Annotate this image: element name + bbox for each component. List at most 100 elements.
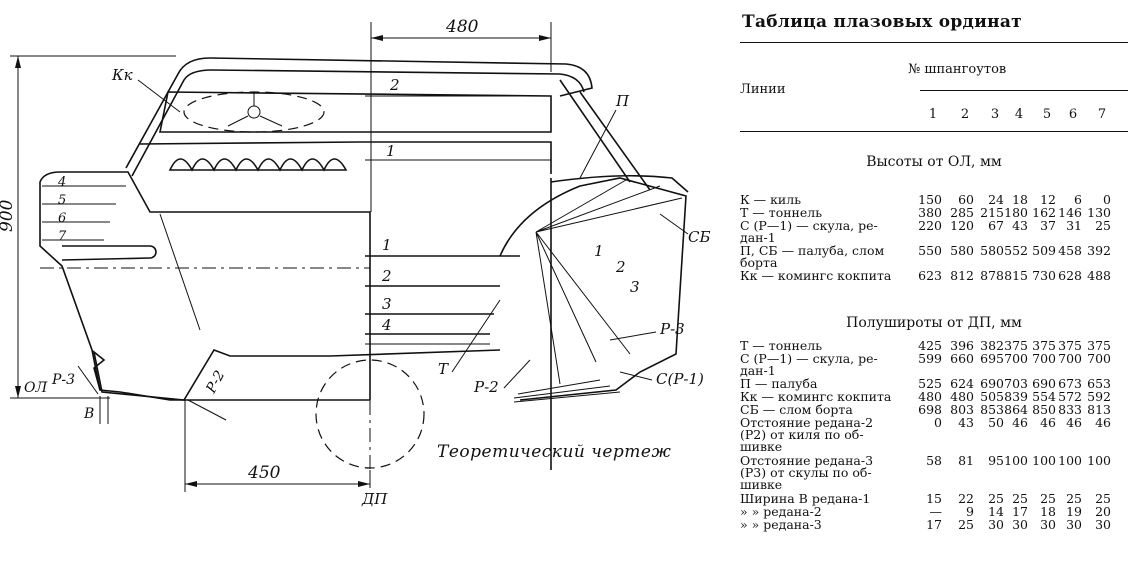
cell-frame-5: 25: [1040, 491, 1056, 506]
rule-top: [740, 42, 1128, 43]
cell-frame-4: 703: [1004, 376, 1028, 391]
label-dp: ДП: [361, 490, 388, 508]
cell-frame-4: 46: [1012, 415, 1028, 430]
cell-frame-7: 25: [1095, 218, 1111, 233]
rail-strut-right2: [579, 91, 651, 191]
rail-inner: [131, 69, 585, 177]
frame-number-6: 6: [1068, 107, 1078, 122]
cell-frame-2: 25: [958, 517, 974, 532]
cell-frame-2: 660: [950, 351, 974, 366]
p2-right-leader: [503, 359, 531, 389]
seat-cushions: [168, 158, 348, 172]
cell-frame-7: 0: [1103, 192, 1111, 207]
drawing-caption: Теоретический чертеж: [437, 442, 671, 462]
cell-frame-4: 180: [1004, 205, 1028, 220]
frame-number-4: 4: [1014, 107, 1024, 122]
cell-frame-2: 812: [950, 268, 974, 283]
cell-frame-7: 653: [1087, 376, 1111, 391]
cell-frame-1: 550: [918, 243, 942, 258]
cell-frame-2: 9: [966, 504, 974, 519]
section1-title: Высоты от ОЛ, мм: [866, 154, 1002, 170]
cell-frame-3: 24: [988, 192, 1004, 207]
deck-plane: [139, 141, 552, 174]
cell-frame-7: 46: [1095, 415, 1111, 430]
cell-frame-2: 480: [950, 389, 974, 404]
cell-frame-5: 100: [1032, 453, 1056, 468]
cell-frame-6: 146: [1058, 205, 1082, 220]
cell-frame-5: 690: [1032, 376, 1056, 391]
label-ol: ОЛ: [24, 380, 47, 396]
row-label: Кк — комингс кокпита: [740, 389, 892, 404]
rule-frames: [920, 90, 1128, 91]
cell-frame-7: 592: [1087, 389, 1111, 404]
cell-frame-7: 488: [1087, 268, 1111, 283]
p3-right-leader: [609, 331, 657, 341]
dim-900-arrow-bottom: [15, 386, 21, 398]
cell-frame-2: 285: [950, 205, 974, 220]
label-p2-right: Р-2: [473, 378, 499, 396]
dim-450-label: 450: [247, 463, 281, 483]
label-sb: СБ: [688, 228, 711, 246]
cell-frame-3: 215: [980, 205, 1004, 220]
label-p3-left: Р-3: [51, 372, 75, 388]
spoke-3: [259, 115, 283, 127]
cell-frame-6: 833: [1058, 402, 1082, 417]
cell-frame-5: 850: [1032, 402, 1056, 417]
cell-frame-3: 382: [980, 338, 1004, 353]
cell-frame-6: 572: [1058, 389, 1082, 404]
dim-900-arrow-top: [15, 56, 21, 68]
row-label: К — киль: [740, 192, 802, 207]
cell-frame-3: 25: [988, 491, 1004, 506]
cell-frame-3: 30: [988, 517, 1004, 532]
sb-leader: [659, 213, 689, 235]
wl-right-2: 2: [615, 258, 626, 276]
row-label: Т — тоннель: [740, 205, 823, 220]
cell-frame-1: 623: [918, 268, 942, 283]
cell-frame-5: 12: [1040, 192, 1056, 207]
cell-frame-3: 690: [980, 376, 1004, 391]
cell-frame-7: 130: [1087, 205, 1111, 220]
cell-frame-4: 700: [1004, 351, 1028, 366]
cell-frame-2: 22: [958, 491, 974, 506]
row-label: Отстояние редана-3 (Р3) от скулы по об- …: [740, 453, 874, 492]
cell-frame-1: 0: [934, 415, 942, 430]
cell-frame-6: 6: [1074, 192, 1082, 207]
cell-frame-5: 375: [1032, 338, 1056, 353]
cell-frame-6: 25: [1066, 491, 1082, 506]
kk-leader: [137, 79, 181, 113]
cell-frame-4: 25: [1012, 491, 1028, 506]
p2-left-dim: [187, 399, 227, 421]
row-label: СБ — слом борта: [740, 402, 853, 417]
c-leader: [619, 371, 653, 381]
cell-frame-1: 698: [918, 402, 942, 417]
label-p3-right: Р-3: [659, 320, 685, 338]
frame-number-7: 7: [1097, 107, 1107, 122]
cell-frame-7: 375: [1087, 338, 1111, 353]
dim-450-arrow-left: [185, 481, 197, 487]
wl-top-2: 2: [389, 76, 400, 94]
cell-frame-3: 50: [988, 415, 1004, 430]
cell-frame-2: 580: [950, 243, 974, 258]
cell-frame-4: 552: [1004, 243, 1028, 258]
cell-frame-7: 20: [1095, 504, 1111, 519]
cell-frame-7: 392: [1087, 243, 1111, 258]
cell-frame-1: 480: [918, 389, 942, 404]
frame-number-5: 5: [1042, 107, 1052, 122]
cell-frame-3: 853: [980, 402, 1004, 417]
cell-frame-7: 813: [1087, 402, 1111, 417]
section2-title: Полуширoты от ДП, мм: [846, 315, 1022, 331]
cell-frame-3: 14: [988, 504, 1004, 519]
t-leader: [451, 299, 501, 373]
cell-frame-6: 375: [1058, 338, 1082, 353]
cell-frame-7: 700: [1087, 351, 1111, 366]
row-label: Ширина В редана-1: [740, 491, 871, 506]
body-plan-sheer: [550, 174, 689, 193]
label-p: П: [615, 92, 630, 110]
steering-hub: [247, 105, 261, 119]
cell-frame-4: 18: [1012, 192, 1028, 207]
cell-frame-2: 396: [950, 338, 974, 353]
row-label: П — палуба: [740, 376, 818, 391]
body-plan-outer: [499, 177, 687, 401]
cell-frame-2: 43: [958, 415, 974, 430]
wl-left-5: 5: [58, 193, 66, 208]
